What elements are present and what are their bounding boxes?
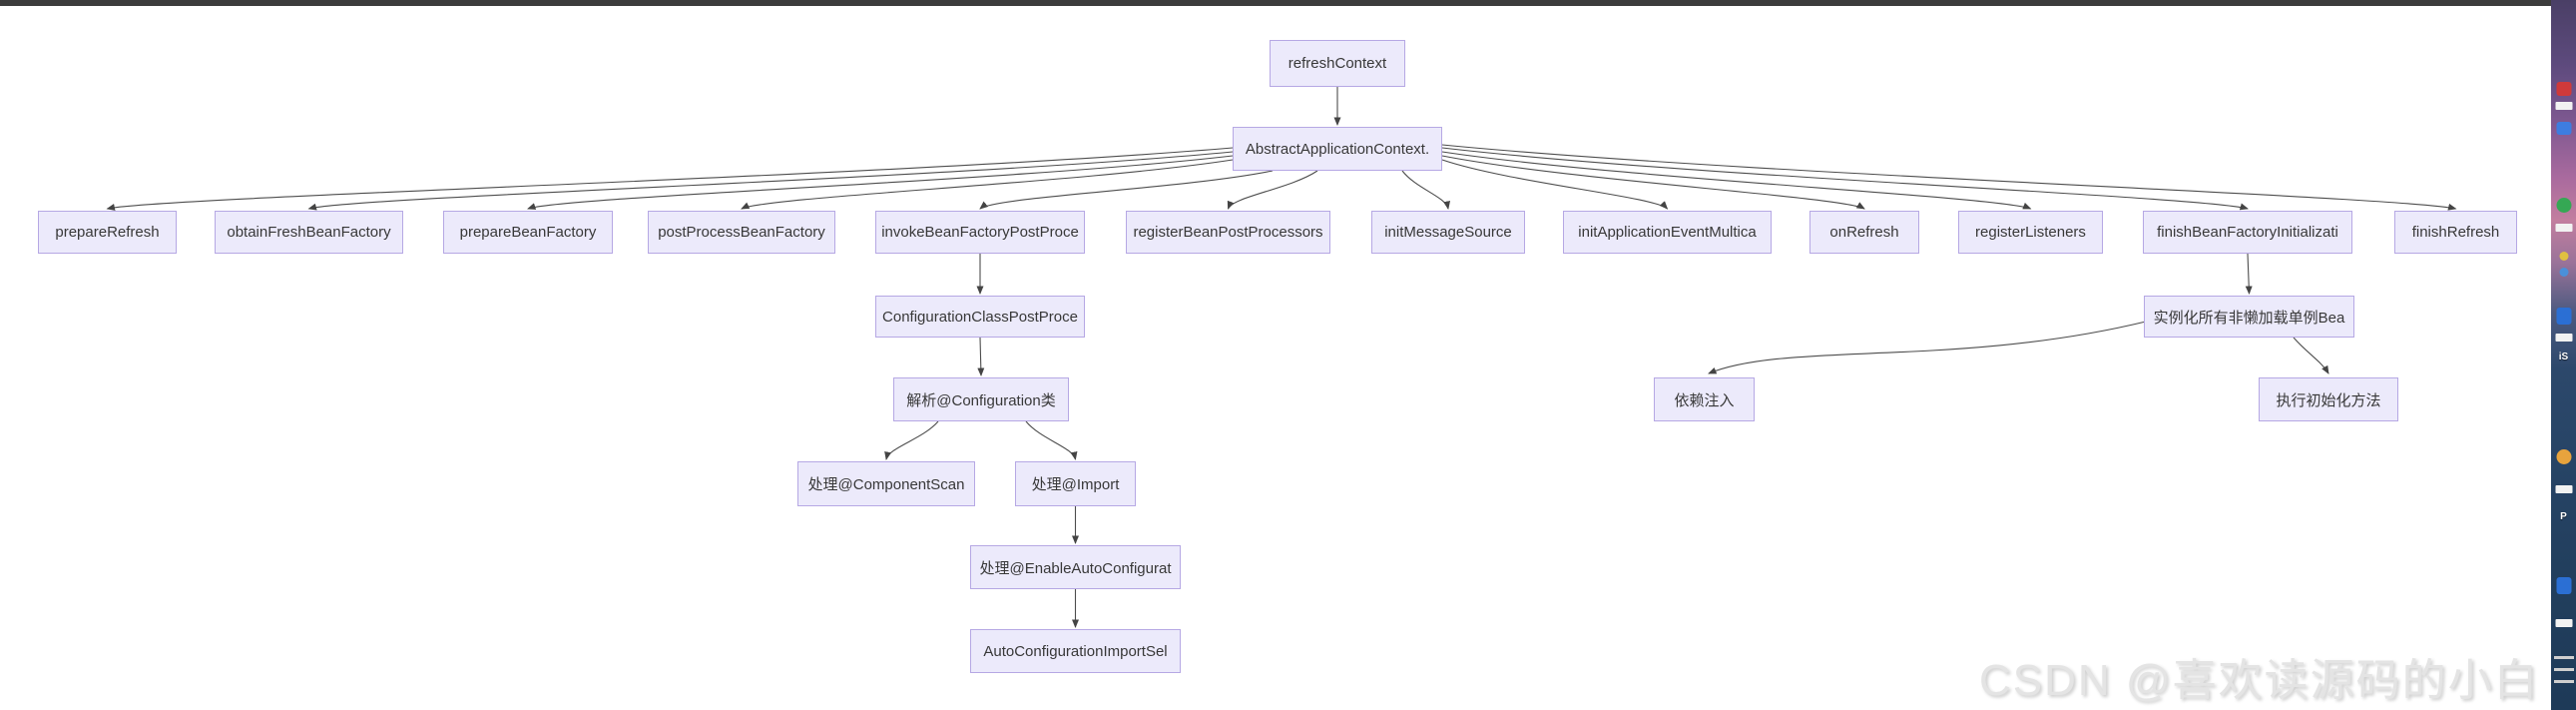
flowchart-node-prepareBeanFactory: prepareBeanFactory bbox=[443, 211, 613, 254]
edge-abstractApplicationContext-to-invokeBeanFactoryPostProce bbox=[979, 170, 1274, 210]
flowchart-node-registerListeners: registerListeners bbox=[1958, 211, 2103, 254]
node-label: prepareBeanFactory bbox=[459, 224, 597, 241]
flowchart-node-finishBeanFactoryInitializati: finishBeanFactoryInitializati bbox=[2143, 211, 2352, 254]
node-label: 实例化所有非懒加载单例Bea bbox=[2153, 309, 2345, 327]
edge-abstractApplicationContext-to-registerBeanPostProcessors bbox=[1227, 170, 1318, 210]
node-label: 处理@Import bbox=[1031, 476, 1120, 493]
icon-label bbox=[2555, 224, 2572, 232]
node-label: postProcessBeanFactory bbox=[658, 224, 825, 241]
flowchart-node-invokeBeanFactoryPostProce: invokeBeanFactoryPostProce bbox=[875, 211, 1085, 254]
edge-abstractApplicationContext-to-postProcessBeanFactory bbox=[741, 159, 1234, 210]
edge-instantiateSingletons-to-initMethod bbox=[2293, 337, 2329, 374]
flowchart-node-registerBeanPostProcessors: registerBeanPostProcessors bbox=[1126, 211, 1330, 254]
edge-configurationClassPostProce-to-parseConfiguration bbox=[977, 337, 985, 376]
small-round-icon[interactable] bbox=[2559, 268, 2568, 277]
edge-instantiateSingletons-to-dependencyInjection bbox=[1708, 321, 2147, 374]
node-label: initMessageSource bbox=[1384, 224, 1512, 241]
flowchart-node-abstractApplicationContext: AbstractApplicationContext. bbox=[1233, 127, 1442, 171]
icon-text: iS bbox=[2558, 352, 2569, 362]
edge-parseConfiguration-to-importHandle bbox=[1025, 420, 1078, 460]
edge-abstractApplicationContext-to-registerListeners bbox=[1441, 151, 2032, 210]
node-label: invokeBeanFactoryPostProce bbox=[881, 224, 1079, 241]
edge-abstractApplicationContext-to-prepareRefresh bbox=[106, 147, 1234, 211]
icon-label bbox=[2555, 102, 2572, 110]
node-label: AutoConfigurationImportSel bbox=[983, 642, 1168, 660]
green-app-icon[interactable] bbox=[2556, 198, 2571, 213]
node-label: prepareRefresh bbox=[55, 224, 160, 241]
node-label: 处理@ComponentScan bbox=[807, 476, 965, 493]
flowchart-node-componentScan: 处理@ComponentScan bbox=[797, 461, 975, 506]
edge-abstractApplicationContext-to-finishRefresh bbox=[1441, 144, 2457, 211]
node-label: 处理@EnableAutoConfigurat bbox=[979, 559, 1172, 577]
node-label: refreshContext bbox=[1288, 55, 1387, 72]
edge-abstractApplicationContext-to-initMessageSource bbox=[1401, 170, 1451, 210]
node-label: initApplicationEventMultica bbox=[1578, 224, 1757, 241]
window-top-edge bbox=[0, 0, 2551, 6]
flowchart-node-postProcessBeanFactory: postProcessBeanFactory bbox=[648, 211, 835, 254]
node-label: 解析@Configuration类 bbox=[906, 391, 1056, 409]
node-label: onRefresh bbox=[1829, 224, 1899, 241]
icon-label bbox=[2555, 334, 2572, 342]
node-label: 执行初始化方法 bbox=[2276, 391, 2381, 409]
icon-label bbox=[2555, 619, 2572, 627]
flowchart-node-finishRefresh: finishRefresh bbox=[2394, 211, 2517, 254]
node-label: registerBeanPostProcessors bbox=[1133, 224, 1323, 241]
edge-parseConfiguration-to-componentScan bbox=[884, 420, 939, 460]
node-label: registerListeners bbox=[1975, 224, 2086, 241]
flowchart-node-onRefresh: onRefresh bbox=[1809, 211, 1919, 254]
flowchart-node-dependencyInjection: 依赖注入 bbox=[1654, 377, 1755, 421]
flowchart-node-autoConfigImportSel: AutoConfigurationImportSel bbox=[970, 629, 1181, 673]
node-label: finishBeanFactoryInitializati bbox=[2157, 224, 2338, 241]
small-round-icon[interactable] bbox=[2559, 252, 2568, 261]
flowchart-node-prepareRefresh: prepareRefresh bbox=[38, 211, 177, 254]
flowchart-node-refreshContext: refreshContext bbox=[1270, 40, 1405, 87]
edge-abstractApplicationContext-to-onRefresh bbox=[1441, 155, 1865, 210]
edge-finishBeanFactoryInitializati-to-instantiateSingletons bbox=[2245, 253, 2253, 295]
csdn-watermark: CSDN @喜欢读源码的小白 bbox=[1979, 656, 2540, 705]
node-label: 依赖注入 bbox=[1674, 391, 1735, 409]
flowchart-node-initMessageSource: initMessageSource bbox=[1371, 211, 1525, 254]
edge-abstractApplicationContext-to-prepareBeanFactory bbox=[527, 155, 1234, 210]
node-label: obtainFreshBeanFactory bbox=[227, 224, 391, 241]
blue-app-icon[interactable] bbox=[2556, 308, 2571, 325]
edge-abstractApplicationContext-to-finishBeanFactoryInitializati bbox=[1441, 147, 2249, 211]
blue-app-icon[interactable] bbox=[2556, 577, 2571, 594]
flowchart-node-initApplicationEventMultica: initApplicationEventMultica bbox=[1563, 211, 1772, 254]
blue-app-icon[interactable] bbox=[2556, 122, 2571, 135]
flowchart-node-initMethod: 执行初始化方法 bbox=[2259, 377, 2398, 421]
node-label: ConfigurationClassPostProce bbox=[882, 308, 1078, 326]
flowchart-node-parseConfiguration: 解析@Configuration类 bbox=[893, 377, 1069, 421]
node-label: AbstractApplicationContext. bbox=[1245, 140, 1430, 158]
node-label: finishRefresh bbox=[2411, 224, 2500, 241]
flowchart-node-instantiateSingletons: 实例化所有非懒加载单例Bea bbox=[2144, 296, 2354, 338]
edge-abstractApplicationContext-to-initApplicationEventMultica bbox=[1441, 159, 1669, 210]
icon-label bbox=[2555, 485, 2572, 493]
flowchart-node-configurationClassPostProce: ConfigurationClassPostProce bbox=[875, 296, 1085, 338]
gray-widget-icon bbox=[2553, 647, 2574, 689]
icon-text: P bbox=[2560, 511, 2567, 522]
flowchart-node-enableAutoConfig: 处理@EnableAutoConfigurat bbox=[970, 545, 1181, 589]
flowchart-node-importHandle: 处理@Import bbox=[1015, 461, 1136, 506]
red-app-icon[interactable] bbox=[2556, 82, 2571, 96]
desktop-wallpaper-sliver: iS P bbox=[2551, 0, 2576, 710]
flowchart-node-obtainFreshBeanFactory: obtainFreshBeanFactory bbox=[215, 211, 403, 254]
yellow-app-icon[interactable] bbox=[2556, 449, 2571, 464]
edge-abstractApplicationContext-to-obtainFreshBeanFactory bbox=[307, 151, 1234, 211]
